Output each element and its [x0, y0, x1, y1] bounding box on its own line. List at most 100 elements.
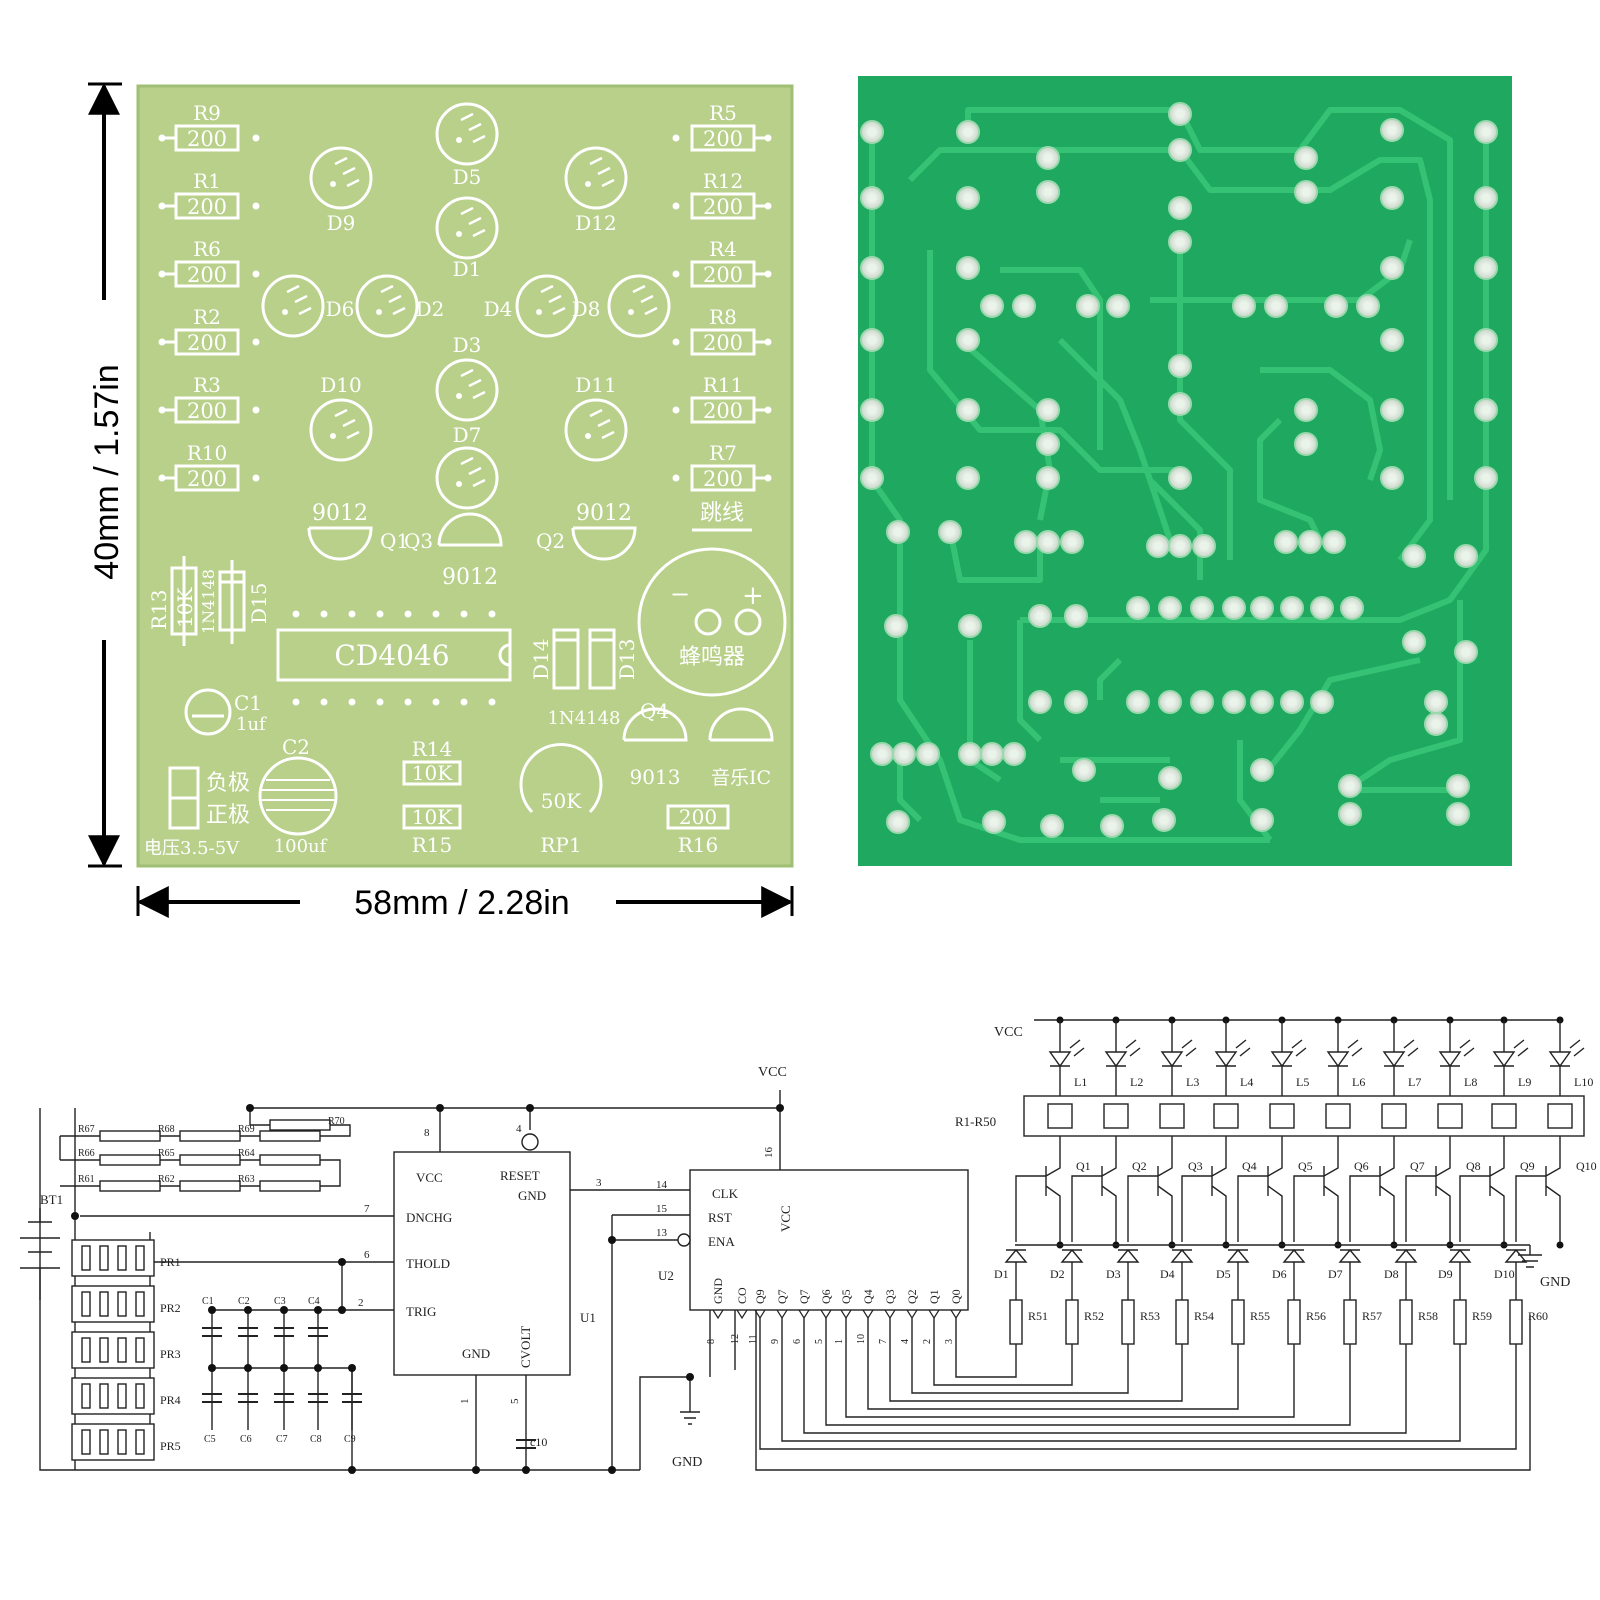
- capacitor-label: C5: [204, 1434, 216, 1445]
- diode-label: D3: [1106, 1267, 1121, 1281]
- u1-gnd-pin: GND: [462, 1346, 490, 1361]
- led-label: L4: [1240, 1075, 1253, 1089]
- r14-value: 10K: [412, 761, 453, 785]
- capacitor-label: C2: [238, 1296, 250, 1307]
- u1-gnd-top-pin: GND: [518, 1188, 546, 1203]
- led-d9-label: D9: [327, 211, 356, 235]
- ic-pin-row: [292, 610, 496, 706]
- base-resistor-label: R59: [1472, 1309, 1492, 1323]
- transistor-label: Q10: [1576, 1159, 1597, 1173]
- u2-output-pin-number: 6: [792, 1339, 803, 1344]
- copper-pads: [860, 102, 1498, 838]
- silk-resistor-left-ref: R6: [193, 237, 221, 261]
- u2-output-pin-number: 2: [922, 1339, 933, 1344]
- c1-value: 1uf: [236, 714, 267, 735]
- u2-output-pin-name: GND: [711, 1278, 725, 1304]
- d13-label: D13: [615, 639, 639, 680]
- diode-label: D7: [1328, 1267, 1343, 1281]
- silk-resistor-right-value: 200: [703, 263, 743, 287]
- u2-output-pin-name: Q5: [839, 1289, 853, 1304]
- u2-output-pin-name: Q1: [927, 1289, 941, 1304]
- u1-pin5: 5: [509, 1398, 521, 1404]
- capacitor-label: C8: [310, 1434, 322, 1445]
- q3-label: Q3: [404, 529, 433, 553]
- music-ic-label: 音乐IC: [711, 767, 771, 789]
- bt1-label: BT1: [40, 1192, 63, 1207]
- silk-resistor-left-value: 200: [187, 399, 227, 423]
- sch-resistor-label: R68: [158, 1124, 175, 1135]
- d14-label: D14: [529, 639, 553, 680]
- silk-resistor-right-value: 200: [703, 127, 743, 151]
- u2-output-pin-name: Q2: [905, 1289, 919, 1304]
- led-label: L8: [1464, 1075, 1477, 1089]
- silk-resistor-right-ref: R8: [709, 305, 737, 329]
- buzzer-minus: −: [670, 580, 690, 608]
- capacitor-label: C7: [276, 1434, 288, 1445]
- width-dimension-label: 58mm / 2.28in: [354, 884, 569, 922]
- silk-resistor-right-ref: R4: [709, 237, 737, 261]
- sch-resistor-label: R69: [238, 1124, 255, 1135]
- negative-terminal-label: 负极: [206, 771, 250, 796]
- transistor-label: Q4: [1242, 1159, 1257, 1173]
- u2-output-pin-name: Q3: [883, 1289, 897, 1304]
- base-resistor-label: R60: [1528, 1309, 1548, 1323]
- capacitor-label: C6: [240, 1434, 252, 1445]
- silk-resistor-left-value: 200: [187, 467, 227, 491]
- base-resistor-label: R53: [1140, 1309, 1160, 1323]
- u2-output-pin-name: Q7: [797, 1289, 811, 1304]
- diode-label: D5: [1216, 1267, 1231, 1281]
- transistor-label: Q1: [1076, 1159, 1091, 1173]
- sch-resistor-label: R66: [78, 1148, 95, 1159]
- u2-output-pin-number: 1: [834, 1339, 845, 1344]
- diode-label: D6: [1272, 1267, 1287, 1281]
- capacitor-label: C1: [202, 1296, 214, 1307]
- resistor-pack-label: PR1: [160, 1255, 181, 1269]
- led-gnd-label: GND: [1540, 1275, 1570, 1290]
- led-label: L2: [1130, 1075, 1143, 1089]
- u2-output-pin-name: Q4: [861, 1289, 875, 1304]
- diode-label: D10: [1494, 1267, 1515, 1281]
- music-ic-outline: [708, 707, 774, 742]
- r14-label: R14: [412, 737, 453, 761]
- led-label: L7: [1408, 1075, 1421, 1089]
- u1-pin4: 4: [516, 1123, 522, 1135]
- u1-thold-pin: THOLD: [406, 1256, 450, 1271]
- led-label: L6: [1352, 1075, 1365, 1089]
- diode-label: D9: [1438, 1267, 1453, 1281]
- d15-label: D15: [247, 583, 271, 624]
- ic-outline: [276, 628, 512, 682]
- q2-label: Q2: [536, 529, 565, 553]
- led-d11-label: D11: [575, 373, 616, 397]
- ic-label: CD4046: [334, 639, 449, 672]
- circuit-schematic: [20, 1016, 1585, 1471]
- transistor-label: Q7: [1410, 1159, 1425, 1173]
- schematic-resistor-packs: [71, 1239, 155, 1461]
- schematic-junctions: [71, 1104, 784, 1474]
- led-d10-label: D10: [320, 373, 361, 397]
- buzzer-outline: [637, 547, 787, 697]
- q3-outline: [437, 512, 503, 547]
- led-d2-label: D2: [416, 297, 445, 321]
- base-resistor-label: R58: [1418, 1309, 1438, 1323]
- resistor-pack-label: PR3: [160, 1347, 181, 1361]
- diode-label: D2: [1050, 1267, 1065, 1281]
- silk-resistor-right-value: 200: [703, 467, 743, 491]
- silk-resistor-left-ref: R9: [193, 101, 221, 125]
- u2-rst-pin: RST: [708, 1210, 732, 1225]
- u1-pin6: 6: [364, 1249, 370, 1261]
- silk-resistor-right-ref: R12: [703, 169, 744, 193]
- silk-resistor-left-ref: R3: [193, 373, 221, 397]
- led-vcc-label: VCC: [994, 1025, 1023, 1040]
- transistor-label: Q2: [1132, 1159, 1147, 1173]
- u2-output-pin-number: 11: [748, 1334, 759, 1344]
- silk-resistor-right-ref: R7: [709, 441, 737, 465]
- capacitor-label: C4: [308, 1296, 320, 1307]
- capacitor-label: C3: [274, 1296, 286, 1307]
- base-resistor-label: R55: [1250, 1309, 1270, 1323]
- sch-resistor-label: R64: [238, 1148, 255, 1159]
- transistor-label: Q9: [1520, 1159, 1535, 1173]
- led-d7-label: D7: [453, 423, 482, 447]
- led-label: L10: [1574, 1075, 1593, 1089]
- r15-value: 10K: [412, 805, 453, 829]
